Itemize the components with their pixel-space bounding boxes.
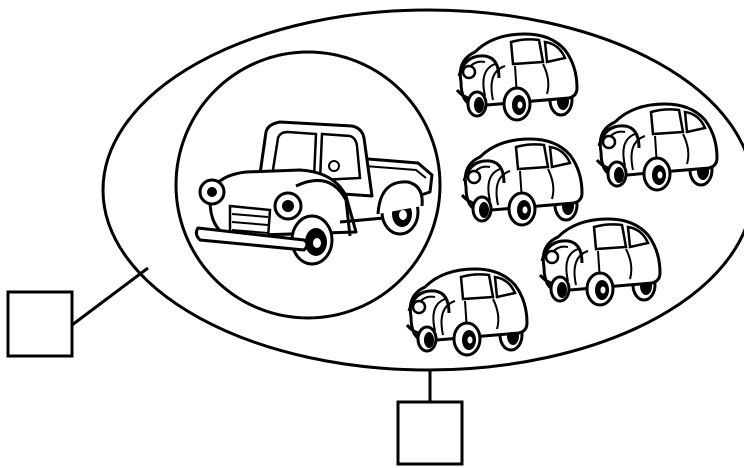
outer-group-answer-box[interactable]	[8, 292, 72, 356]
cars-group-answer-box[interactable]	[398, 402, 462, 464]
outer-set-connector	[72, 268, 148, 325]
